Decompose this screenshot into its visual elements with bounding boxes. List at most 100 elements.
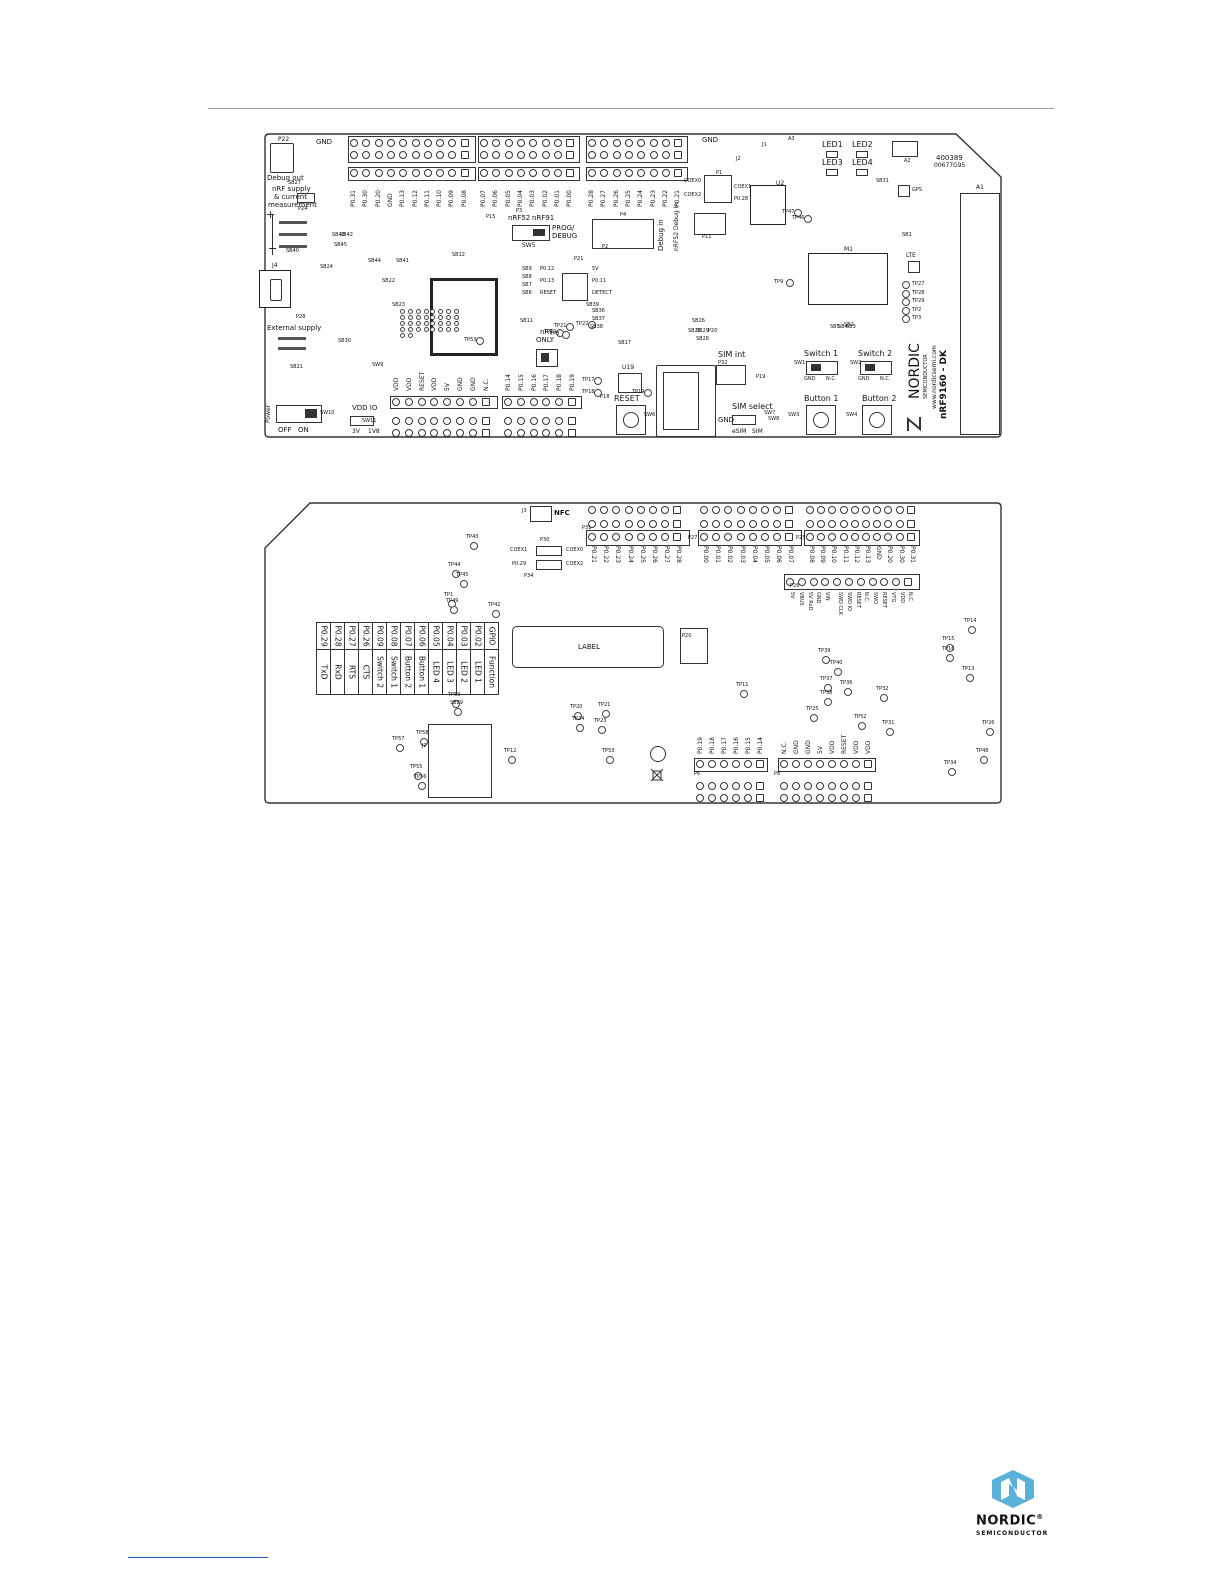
pin-label: P0.27 bbox=[600, 190, 608, 207]
sb-pad bbox=[400, 333, 405, 338]
header-pin bbox=[430, 398, 439, 406]
gps-connector[interactable] bbox=[898, 185, 910, 197]
button-1[interactable] bbox=[806, 405, 836, 435]
debug-out-label: Debug out bbox=[267, 174, 304, 182]
nfc-connector[interactable] bbox=[530, 506, 552, 522]
sw5-label: SW5 bbox=[522, 242, 536, 249]
bottom-header-b bbox=[502, 396, 582, 409]
test-point-label: TP47 bbox=[782, 209, 795, 215]
header-pin bbox=[700, 506, 708, 514]
pin-label: P0.11 bbox=[841, 546, 849, 563]
power-switch[interactable] bbox=[276, 405, 322, 423]
part-label: SW11 bbox=[362, 418, 377, 424]
part-label: SW4 bbox=[846, 412, 858, 418]
usb-connector-j4[interactable] bbox=[259, 270, 291, 308]
header-pin bbox=[568, 429, 576, 437]
sb-pad bbox=[438, 321, 443, 326]
header-pin bbox=[404, 417, 413, 425]
header-pin bbox=[492, 169, 501, 177]
pin-label: P0.24 bbox=[626, 546, 634, 563]
gpio-cell: Switch 2 bbox=[372, 649, 387, 695]
button-2[interactable] bbox=[862, 405, 892, 435]
header-pin bbox=[862, 520, 870, 528]
bottom-header-a bbox=[390, 396, 498, 409]
gpio-cell: LED 2 bbox=[456, 649, 471, 695]
p029-label: P0.29 bbox=[512, 561, 527, 567]
footer-link-underline[interactable] bbox=[128, 1557, 268, 1558]
sim-int-label: SIM int bbox=[718, 350, 746, 359]
header-pin bbox=[588, 139, 596, 147]
test-point bbox=[452, 700, 460, 708]
header-pin bbox=[817, 533, 826, 541]
pin-label: P0.07 bbox=[480, 190, 487, 207]
led4-label: LED4 bbox=[852, 158, 873, 167]
header-pin bbox=[700, 520, 708, 528]
header-pin bbox=[724, 520, 733, 528]
header-pin bbox=[566, 169, 575, 177]
sb-label: SB22 bbox=[382, 278, 395, 284]
switch-2[interactable] bbox=[860, 361, 892, 375]
part-label: SW7 bbox=[764, 410, 776, 416]
prog-debug-switch[interactable] bbox=[512, 225, 550, 241]
test-point-label: TP21 bbox=[554, 323, 567, 329]
header-pin bbox=[756, 782, 764, 790]
header-pin bbox=[809, 578, 818, 586]
sb-label: SB5 bbox=[830, 324, 840, 330]
header-pin bbox=[673, 506, 682, 514]
pin-label: VDD bbox=[405, 377, 413, 391]
bottom-header-frame-a bbox=[586, 530, 690, 546]
header-pin bbox=[417, 398, 426, 406]
p30-label: P30 bbox=[540, 537, 550, 543]
plus-sign: + bbox=[266, 208, 276, 221]
vdd-io-switch[interactable] bbox=[350, 416, 374, 426]
test-point bbox=[740, 690, 748, 698]
header-pin bbox=[600, 169, 609, 177]
test-point-label: TP52 bbox=[854, 714, 867, 720]
header-pin bbox=[468, 429, 477, 437]
header-pin bbox=[624, 151, 633, 159]
debug-out-connector bbox=[270, 143, 294, 173]
nrf-only-switch[interactable] bbox=[536, 349, 558, 367]
sb-label: SB24 bbox=[320, 264, 333, 270]
pin-label: 5V bbox=[817, 746, 824, 754]
part-label: A3 bbox=[788, 136, 795, 142]
lte-label: LTE bbox=[906, 252, 916, 259]
pin-label: VDD bbox=[393, 377, 400, 391]
switch-1[interactable] bbox=[806, 361, 838, 375]
pin-label: P0.18 bbox=[556, 374, 564, 391]
gpio-cell: P0.07 bbox=[400, 622, 415, 650]
sb-pad bbox=[446, 321, 451, 326]
part-label: P20 bbox=[708, 328, 718, 334]
header-pin bbox=[895, 506, 904, 514]
header-pin bbox=[468, 398, 477, 406]
supply-jumper[interactable] bbox=[297, 193, 315, 203]
header-pin bbox=[448, 169, 457, 177]
header-pin bbox=[708, 782, 716, 790]
power-off-label: OFF bbox=[278, 426, 292, 434]
header-pin bbox=[748, 520, 757, 528]
pin-label: RESET bbox=[854, 592, 861, 609]
pin-label: P0.13 bbox=[399, 190, 407, 207]
header-pin bbox=[724, 506, 733, 514]
nrf-only-label-1: nRF bbox=[540, 328, 554, 336]
lte-connector[interactable] bbox=[908, 261, 920, 273]
sb-label: SB6 bbox=[522, 290, 532, 296]
sb-pad bbox=[408, 321, 413, 326]
header-pin bbox=[566, 139, 575, 147]
part-label: P15 bbox=[486, 214, 496, 220]
test-point-label: TP13 bbox=[962, 666, 975, 672]
sim-card-slot[interactable] bbox=[656, 365, 716, 437]
header-pin bbox=[516, 169, 525, 177]
reset-button[interactable] bbox=[616, 405, 646, 435]
p1-connector bbox=[704, 175, 732, 203]
part-label: P2 bbox=[602, 244, 609, 250]
header-pin bbox=[362, 139, 371, 147]
header-pin bbox=[529, 429, 538, 437]
header-pin bbox=[780, 794, 788, 802]
sim-select-switch[interactable] bbox=[732, 415, 756, 425]
supply-label-2: & current bbox=[274, 193, 307, 201]
sb-label: SB45 bbox=[334, 242, 347, 248]
header-pin bbox=[780, 782, 788, 790]
test-point-label: TP31 bbox=[882, 720, 895, 726]
test-point bbox=[418, 782, 426, 790]
